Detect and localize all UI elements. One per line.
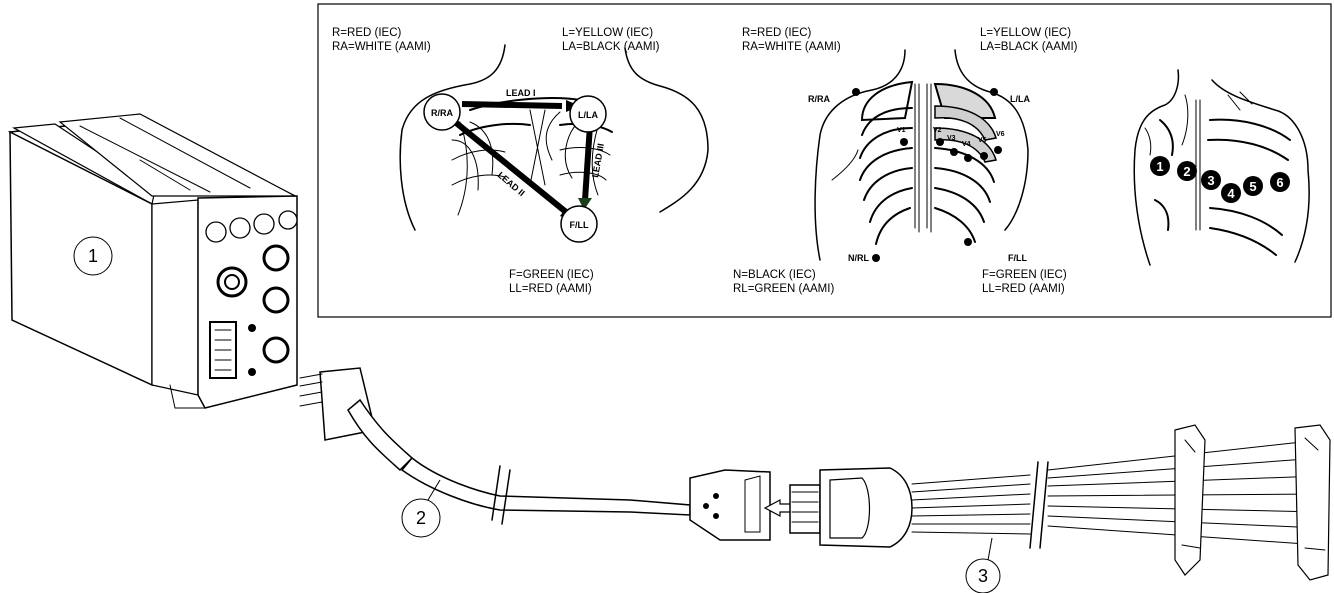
ra-aami-label: RA=WHITE (AAMI) [332,41,431,53]
v1-dot [900,138,908,146]
v6-dot [994,146,1002,154]
ll-iec-label: F=GREEN (IEC) [509,269,594,281]
monitor-module [10,114,297,408]
ll-electrode-label: F/LL [570,220,589,230]
ra-iec-label: R=RED (IEC) [332,27,401,39]
ll-label-2: F/LL [1008,253,1027,263]
v3-label: V3 [947,135,956,142]
precordial-2: 2 [1183,164,1190,179]
callout-3-label: 3 [978,566,988,586]
lead-i-label: LEAD I [506,88,536,98]
precordial-3: 3 [1207,173,1214,188]
callout-1-label: 1 [88,246,98,266]
ll-aami-label-2: LL=RED (AAMI) [982,283,1065,295]
precordial-5: 5 [1249,179,1256,194]
ra-dot [852,88,860,96]
ra-iec-label-2: R=RED (IEC) [742,27,811,39]
ll-iec-label-2: F=GREEN (IEC) [982,269,1067,281]
ll-aami-label: LL=RED (AAMI) [509,283,592,295]
la-electrode-label: L/LA [578,110,598,120]
la-iec-label-2: L=YELLOW (IEC) [980,27,1071,39]
v1-label: V1 [897,127,906,134]
n-iec-label: N=BLACK (IEC) [733,269,816,281]
ra-label-2: R/RA [808,94,830,104]
n-aami-label: RL=GREEN (AAMI) [733,283,834,295]
rl-label: N/RL [848,253,869,263]
v6-label: V6 [996,131,1005,138]
rl-dot [872,254,880,262]
ra-aami-label-2: RA=WHITE (AAMI) [742,41,841,53]
lead-set [790,425,1330,580]
ra-electrode-label: R/RA [431,108,453,118]
v2-label: V2 [933,127,942,134]
la-iec-label: L=YELLOW (IEC) [562,27,653,39]
v5-label: V5 [978,137,987,144]
la-aami-label: LA=BLACK (AAMI) [562,41,660,53]
la-dot [990,88,998,96]
callout-2-label: 2 [416,508,426,528]
v5-dot [980,152,988,160]
la-aami-label-2: LA=BLACK (AAMI) [980,41,1078,53]
precordial-6: 6 [1276,175,1283,190]
v3-dot [950,148,958,156]
trunk-cable [300,368,795,540]
precordial-4: 4 [1227,186,1235,201]
v4-label: V4 [962,141,971,148]
v2-dot [936,138,944,146]
lead-i-arrow [462,104,562,106]
v4-dot [964,154,972,162]
ll-dot [964,238,972,246]
la-label-2: L/LA [1010,94,1030,104]
precordial-1: 1 [1156,159,1163,174]
